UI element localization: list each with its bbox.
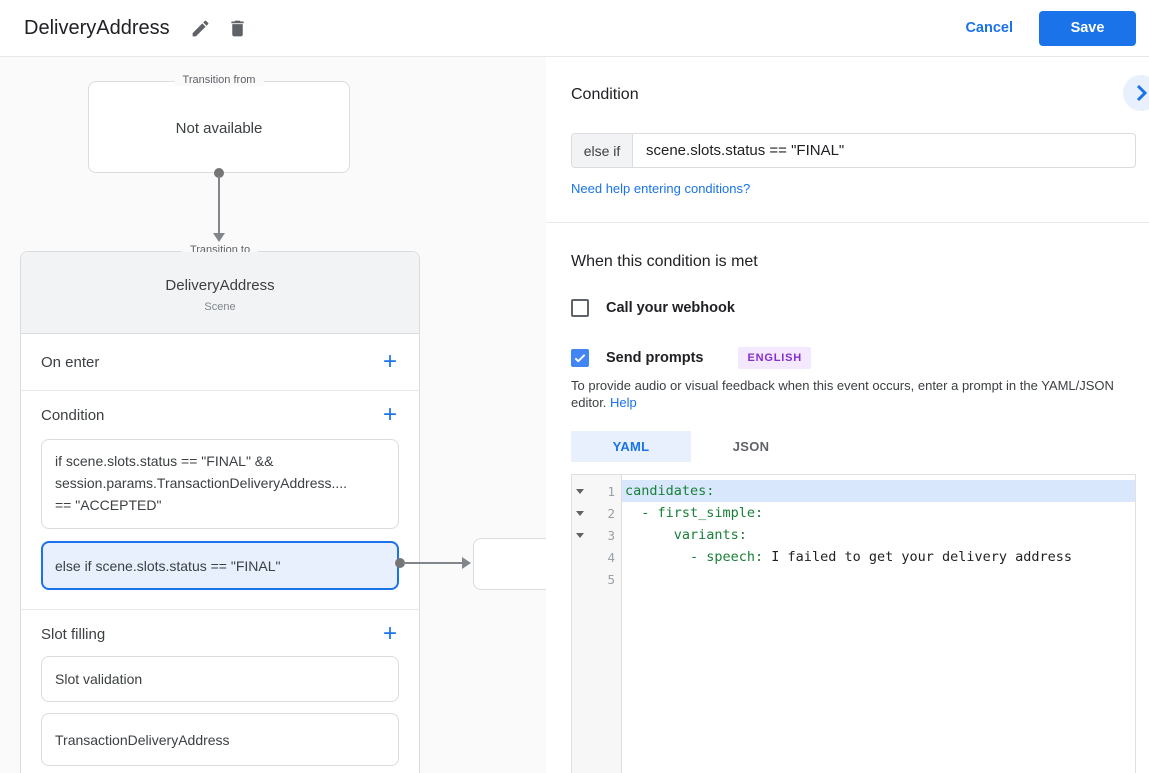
prompt-description-text: editor. xyxy=(571,395,607,410)
gutter-line: 5 xyxy=(572,568,621,590)
code-line[interactable]: - first_simple: xyxy=(625,505,764,521)
arrow-down-icon xyxy=(213,233,225,242)
fold-toggle-icon[interactable] xyxy=(576,488,590,494)
save-button[interactable]: Save xyxy=(1039,10,1136,46)
scene-card-header[interactable]: DeliveryAddress Scene xyxy=(21,252,419,334)
code-line[interactable]: - speech: I failed to get your delivery … xyxy=(625,549,1073,565)
scene-type: Scene xyxy=(204,301,236,313)
header: DeliveryAddress Cancel Save xyxy=(0,0,1149,57)
condition-label: Condition xyxy=(41,406,105,424)
header-actions: Cancel Save xyxy=(965,10,1136,46)
transition-target-box[interactable] xyxy=(473,538,546,590)
transition-from-value: Not available xyxy=(175,120,263,137)
gutter-line: 3 xyxy=(572,524,621,546)
chevron-right-icon xyxy=(1136,84,1148,102)
send-prompts-row: Send prompts ENGLISH xyxy=(571,347,811,369)
slot-card-label: TransactionDeliveryAddress xyxy=(55,731,230,748)
flow-canvas: Transition from Not available Transition… xyxy=(0,57,546,773)
condition-card-line: == "ACCEPTED" xyxy=(55,497,162,513)
on-enter-section: On enter + xyxy=(21,334,419,391)
prompt-description: To provide audio or visual feedback when… xyxy=(571,377,1143,411)
checkmark-icon xyxy=(574,354,586,363)
pencil-icon xyxy=(192,20,208,36)
connector-dot xyxy=(214,168,224,178)
page-title: DeliveryAddress xyxy=(24,16,170,39)
on-enter-label: On enter xyxy=(41,353,100,371)
add-on-enter-button[interactable]: + xyxy=(382,348,397,375)
line-number: 4 xyxy=(607,549,615,565)
send-prompts-label: Send prompts xyxy=(606,350,704,366)
condition-help-link[interactable]: Need help entering conditions? xyxy=(571,181,751,196)
slot-validation-card[interactable]: Slot validation xyxy=(41,656,399,702)
gutter-line: 1 xyxy=(572,480,621,502)
connector-dot xyxy=(395,558,405,568)
line-number: 5 xyxy=(607,571,615,587)
prompt-description-text: To provide audio or visual feedback when… xyxy=(571,378,1114,393)
connector-line xyxy=(403,562,462,564)
condition-panel: Condition else if scene.slots.status == … xyxy=(546,57,1149,773)
trash-icon xyxy=(230,20,244,36)
condition-card-line: if scene.slots.status == "FINAL" && xyxy=(55,453,274,469)
line-number: 3 xyxy=(607,527,615,543)
panel-title: Condition xyxy=(571,86,639,103)
tab-json[interactable]: JSON xyxy=(691,431,811,462)
panel-divider xyxy=(546,222,1149,223)
slot-filling-label: Slot filling xyxy=(41,625,106,643)
condition-card-line: session.params.TransactionDeliveryAddres… xyxy=(55,475,348,491)
line-number: 1 xyxy=(607,483,615,499)
fold-toggle-icon[interactable] xyxy=(576,510,590,516)
send-prompts-checkbox[interactable] xyxy=(571,349,589,367)
line-number: 2 xyxy=(607,505,615,521)
editor-code[interactable]: candidates: - first_simple: variants: - … xyxy=(622,475,1135,773)
add-slot-button[interactable]: + xyxy=(382,620,397,647)
prompt-help-link[interactable]: Help xyxy=(610,395,637,410)
language-badge: ENGLISH xyxy=(738,347,811,369)
editor-gutter: 1 2 3 4 5 xyxy=(572,475,622,773)
transition-from-box[interactable]: Transition from Not available xyxy=(88,74,350,173)
scene-card: Transition to DeliveryAddress Scene On e… xyxy=(20,244,420,773)
connector-line xyxy=(218,176,220,233)
gutter-line: 4 xyxy=(572,546,621,568)
fold-toggle-icon[interactable] xyxy=(576,532,590,538)
condition-expression-input[interactable]: scene.slots.status == "FINAL" xyxy=(646,142,845,159)
transition-from-label: Transition from xyxy=(174,74,264,86)
editor-format-tabs: YAML JSON xyxy=(571,431,811,462)
slot-card-label: Slot validation xyxy=(55,671,143,687)
edit-scene-button[interactable] xyxy=(188,16,213,41)
condition-card[interactable]: if scene.slots.status == "FINAL" && sess… xyxy=(41,439,399,529)
tab-yaml[interactable]: YAML xyxy=(571,431,691,462)
code-line[interactable] xyxy=(622,568,1135,590)
condition-expression-field: else if scene.slots.status == "FINAL" xyxy=(571,133,1136,168)
gutter-line: 2 xyxy=(572,502,621,524)
webhook-row: Call your webhook xyxy=(571,298,735,318)
condition-card-line: else if scene.slots.status == "FINAL" xyxy=(55,557,281,574)
code-line[interactable]: variants: xyxy=(625,527,747,543)
add-condition-button[interactable]: + xyxy=(382,401,397,428)
webhook-label: Call your webhook xyxy=(606,300,735,316)
collapse-panel-button[interactable] xyxy=(1123,75,1149,111)
slot-card[interactable]: TransactionDeliveryAddress xyxy=(41,713,399,766)
delete-scene-button[interactable] xyxy=(225,16,250,41)
code-line[interactable]: candidates: xyxy=(622,480,1135,502)
arrow-right-icon xyxy=(462,557,471,569)
section-divider xyxy=(21,609,419,610)
yaml-editor[interactable]: 1 2 3 4 5 candidates: - first_simple: varian… xyxy=(571,474,1136,773)
scene-name: DeliveryAddress xyxy=(165,277,275,294)
condition-card-selected[interactable]: else if scene.slots.status == "FINAL" xyxy=(41,541,399,590)
cancel-button[interactable]: Cancel xyxy=(965,20,1013,36)
webhook-checkbox[interactable] xyxy=(571,299,589,317)
condition-section-header: Condition + xyxy=(41,401,397,428)
slot-filling-section-header: Slot filling + xyxy=(41,620,397,647)
condition-met-heading: When this condition is met xyxy=(571,253,758,270)
condition-prefix: else if xyxy=(572,134,633,167)
